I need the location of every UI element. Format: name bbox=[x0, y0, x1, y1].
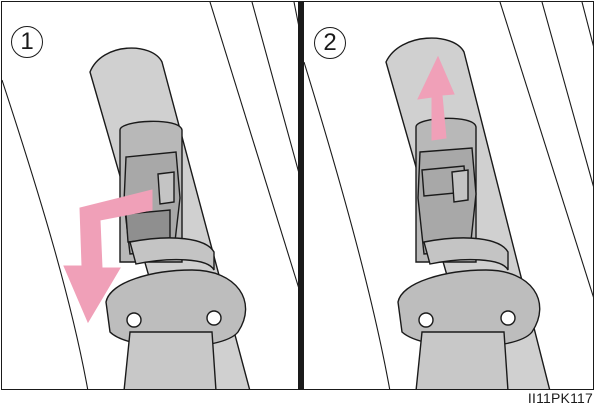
step-number-badge: 1 bbox=[11, 26, 43, 58]
step-number-badge: 2 bbox=[314, 27, 346, 59]
figure-code: II11PK117 bbox=[528, 390, 593, 406]
step-2-illustration bbox=[304, 2, 594, 390]
step-1-panel: 1 bbox=[1, 1, 299, 390]
step-2-panel: 2 bbox=[303, 1, 594, 390]
step-1-illustration bbox=[2, 2, 299, 390]
release-button bbox=[126, 210, 170, 242]
